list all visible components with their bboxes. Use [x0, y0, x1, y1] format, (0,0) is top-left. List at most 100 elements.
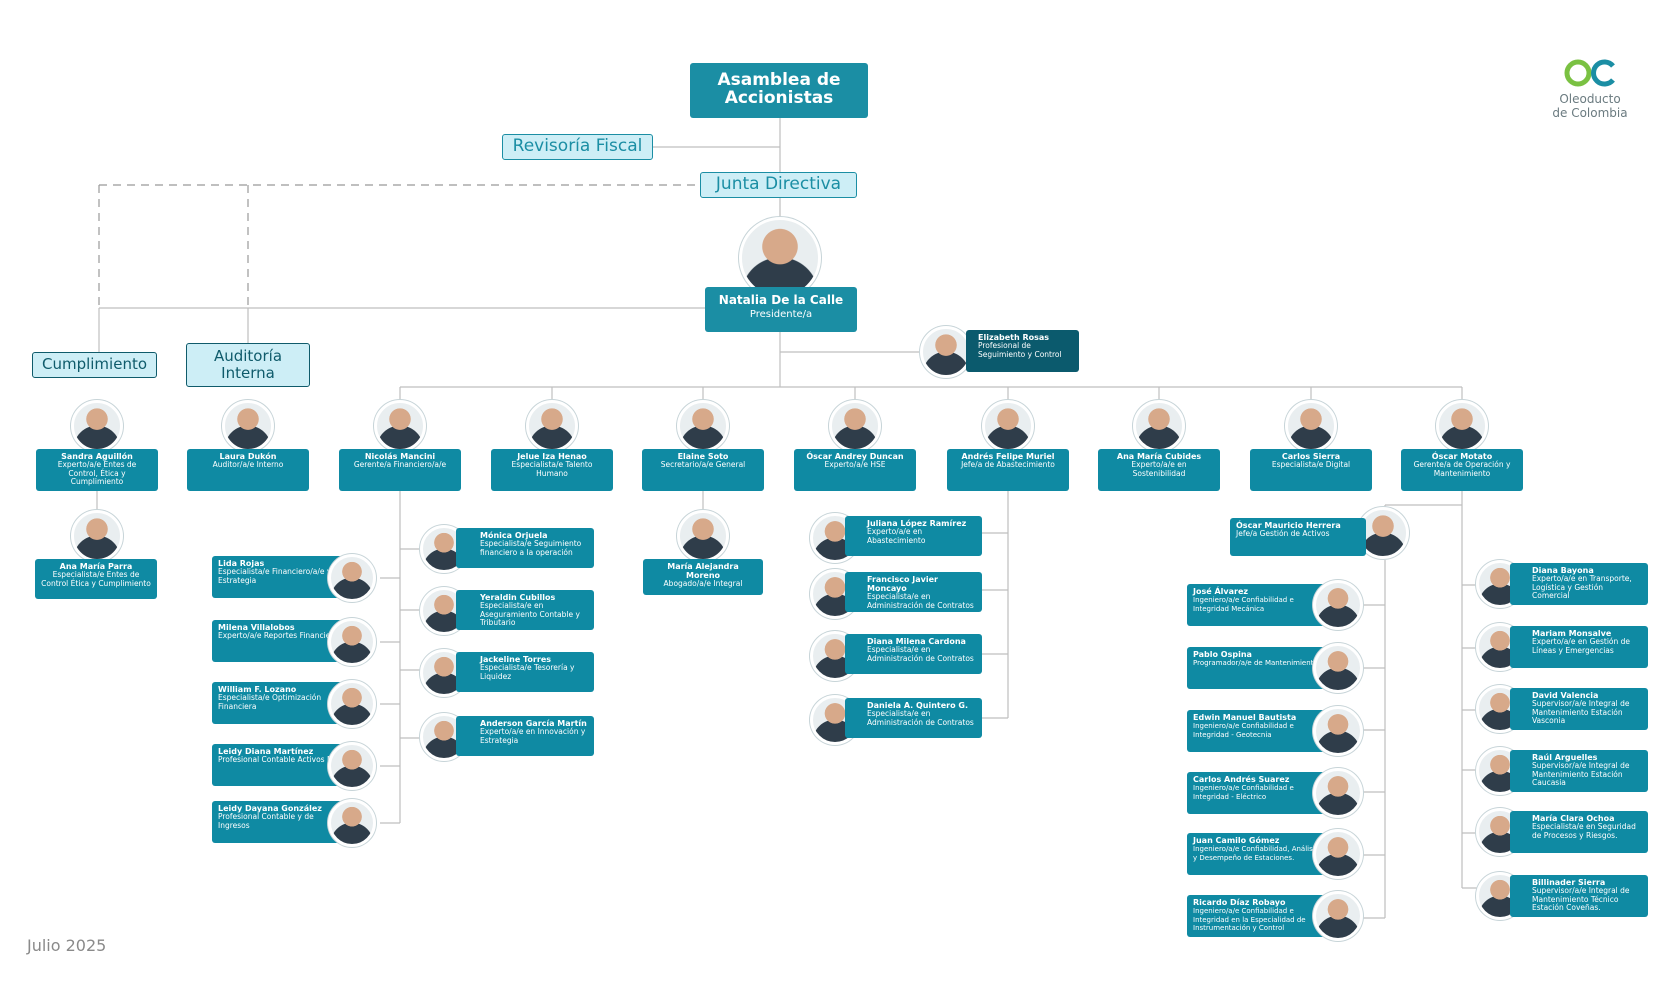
- abast-card: Daniela A. Quintero G.Especialista/e en …: [845, 698, 982, 738]
- revisoria-label: Revisoría Fiscal: [512, 136, 643, 156]
- date-label: Julio 2025: [27, 936, 107, 955]
- abast-card-role: Experto/a/e en Abastecimiento: [867, 527, 926, 545]
- fin-right-card-role: Experto/a/e en Innovación y Estrategia: [480, 727, 586, 745]
- fin-right-card-name: Jackeline Torres: [480, 655, 552, 664]
- level1-card-name: Óscar Motato: [1431, 452, 1493, 461]
- activos-card-role: Ingeniero/a/e Confiabilidad e Integridad…: [1193, 722, 1294, 739]
- level1-avatar: [1285, 400, 1337, 452]
- logo-line2: de Colombia: [1552, 106, 1628, 120]
- abast-card-name: Diana Milena Cardona: [867, 637, 966, 646]
- level1-card-name: Elaine Soto: [677, 452, 729, 461]
- level1-card-name: Sandra Aguillón: [61, 452, 133, 461]
- level1-card-role: Experto/a/e Entes de Control, Ética y Cu…: [57, 460, 137, 486]
- level1-avatar: [1133, 400, 1185, 452]
- ops-card-name: David Valencia: [1532, 691, 1599, 700]
- level1-card-name: Jelue Iza Henao: [517, 452, 587, 461]
- fin-left-avatar: [328, 680, 376, 728]
- activos-card-role: Ingeniero/a/e Confiabilidad e Integridad…: [1193, 596, 1294, 613]
- fin-right-card-role: Especialista/e Seguimiento financiero a …: [480, 539, 582, 557]
- fin-left-card-name: Leidy Dayana González: [218, 804, 322, 813]
- activos-card-name: Ricardo Díaz Robayo: [1193, 898, 1286, 907]
- level1-card-name: Laura Dukón: [219, 452, 277, 461]
- level1-avatar: [374, 400, 426, 452]
- abast-card-role: Especialista/e en Administración de Cont…: [867, 709, 974, 727]
- level1-card-role: Gerente/a Financiero/a/e: [353, 460, 447, 469]
- activos-avatar: [1313, 768, 1363, 818]
- activos-avatar: [1313, 580, 1363, 630]
- fin-left-card-role: Profesional Contable y de Ingresos: [218, 812, 314, 830]
- activos-avatar: [1313, 643, 1363, 693]
- cumplimiento-box: Cumplimiento: [32, 352, 157, 378]
- level1-card-role: Auditor/a/e Interno: [212, 460, 284, 469]
- auditoria-box: Auditoría Interna: [186, 343, 310, 387]
- fin-left-card-role: Especialista/e Optimización Financiera: [218, 693, 322, 711]
- fin-right-card-role: Especialista/e en Aseguramiento Contable…: [480, 601, 580, 627]
- ops-card-role: Especialista/e en Seguridad de Procesos …: [1532, 822, 1636, 840]
- level1-avatar: [71, 400, 123, 452]
- fin-left-card-role: Profesional Contable Activos Fijos: [218, 755, 344, 764]
- auditoria-label: Auditoría Interna: [213, 347, 283, 382]
- activos-card-name: Carlos Andrés Suarez: [1193, 775, 1290, 784]
- fin-left-card-name: Lida Rojas: [218, 559, 265, 568]
- revisoria-box: Revisoría Fiscal: [502, 134, 653, 160]
- activos-card-role: Ingeniero/a/e Confiabilidad e Integridad…: [1193, 784, 1294, 801]
- fin-left-avatar: [328, 799, 376, 847]
- sec-avatar: [677, 510, 729, 562]
- level1-card-role: Jefe/a de Abastecimiento: [961, 460, 1055, 469]
- sec-card-name: María Alejandra Moreno: [667, 562, 739, 580]
- asamblea-box: Asamblea de Accionistas: [690, 63, 868, 118]
- level1-card-name: Carlos Sierra: [1281, 452, 1341, 461]
- activos-head-card-name: Óscar Mauricio Herrera: [1236, 521, 1341, 530]
- fin-right-card-name: Yeraldin Cubillos: [480, 593, 556, 602]
- level1-card-name: Andrés Felipe Muriel: [961, 452, 1055, 461]
- logo-line1: Oleoducto: [1559, 92, 1621, 106]
- advisor-card: Elizabeth Rosas Profesional de Seguimien…: [966, 330, 1079, 372]
- logo-mark-icon: [1564, 59, 1615, 87]
- activos-card-name: Juan Camilo Gómez: [1193, 836, 1280, 845]
- abast-card-role: Especialista/e en Administración de Cont…: [867, 645, 974, 663]
- activos-card-name: Edwin Manuel Bautista: [1193, 713, 1297, 722]
- activos-card-name: Pablo Ospina: [1193, 650, 1252, 659]
- fin-right-card-name: Anderson García Martín: [480, 719, 587, 728]
- president-card: Natalia De la Calle Presidente/a: [705, 287, 857, 332]
- president-avatar: [739, 217, 821, 299]
- ops-card-role: Supervisor/a/e Integral de Mantenimiento…: [1532, 886, 1630, 912]
- activos-avatar: [1313, 891, 1363, 941]
- abast-card-name: Daniela A. Quintero G.: [867, 701, 969, 710]
- ops-card-name: María Clara Ochoa: [1532, 814, 1615, 823]
- abast-card-name: Juliana López Ramírez: [867, 519, 967, 528]
- level1-avatar: [1436, 400, 1488, 452]
- junta-label: Junta Directiva: [715, 174, 842, 194]
- fin-left-avatar: [328, 742, 376, 790]
- cumplimiento-card-role: Especialista/e Entes de Control Ética y …: [41, 570, 151, 588]
- ops-card-name: Raúl Arguelles: [1532, 753, 1598, 762]
- level1-avatar: [982, 400, 1034, 452]
- level1-avatar: [829, 400, 881, 452]
- activos-avatar: [1313, 829, 1363, 879]
- sec-card-role: Abogado/a/e Integral: [663, 579, 743, 588]
- abast-card-name: Francisco Javier Moncayo: [867, 575, 938, 593]
- abast-card-role: Especialista/e en Administración de Cont…: [867, 592, 974, 610]
- level1-card-name: Nicolás Mancini: [364, 452, 436, 461]
